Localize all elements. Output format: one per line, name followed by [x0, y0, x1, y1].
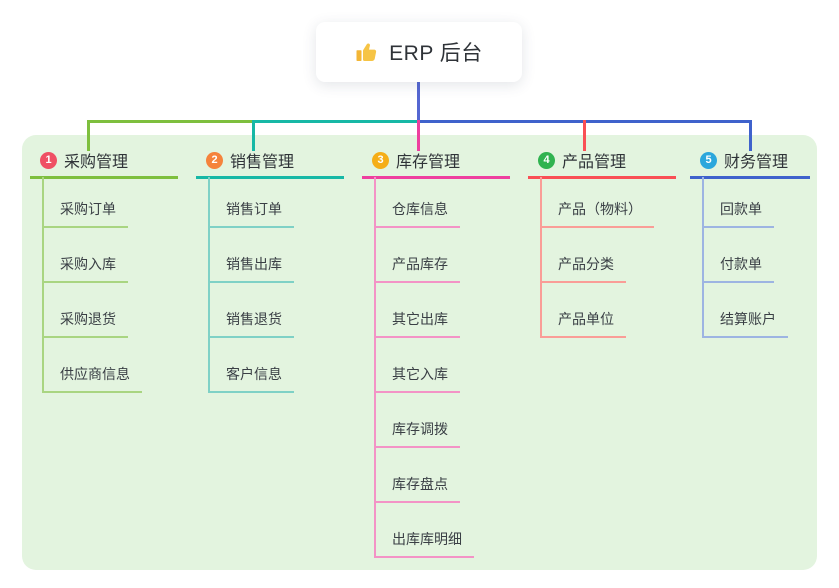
branch-drop-line	[87, 120, 90, 151]
child-node-采购退货[interactable]: 采购退货	[44, 309, 128, 338]
child-node-仓库信息[interactable]: 仓库信息	[376, 199, 460, 228]
bus-segment-left	[87, 120, 252, 123]
child-node-库存盘点[interactable]: 库存盘点	[376, 474, 460, 503]
child-node-产品（物料）[interactable]: 产品（物料）	[542, 199, 654, 228]
child-node-产品分类[interactable]: 产品分类	[542, 254, 626, 283]
child-node-产品库存[interactable]: 产品库存	[376, 254, 460, 283]
branch-number-badge: 2	[206, 151, 223, 169]
child-node-出库库明细[interactable]: 出库库明细	[376, 529, 474, 558]
branch-node-采购管理[interactable]: 1 采购管理	[30, 149, 178, 179]
child-node-产品单位[interactable]: 产品单位	[542, 309, 626, 338]
child-node-结算账户[interactable]: 结算账户	[704, 309, 788, 338]
root-node[interactable]: ERP 后台	[316, 22, 522, 82]
child-node-采购订单[interactable]: 采购订单	[44, 199, 128, 228]
child-node-采购入库[interactable]: 采购入库	[44, 254, 128, 283]
branch-children-采购管理: 采购订单采购入库采购退货供应商信息	[42, 177, 142, 393]
branch-node-销售管理[interactable]: 2 销售管理	[196, 149, 344, 179]
branch-children-产品管理: 产品（物料） 产品分类产品单位	[540, 177, 654, 338]
branch-label: 库存管理	[396, 154, 461, 171]
branch-number-badge: 3	[372, 151, 389, 169]
branch-node-财务管理[interactable]: 5 财务管理	[690, 149, 810, 179]
branch-label: 财务管理	[724, 154, 789, 171]
child-node-客户信息[interactable]: 客户信息	[210, 364, 294, 393]
child-node-付款单[interactable]: 付款单	[704, 254, 774, 283]
child-node-库存调拨[interactable]: 库存调拨	[376, 419, 460, 448]
child-node-销售退货[interactable]: 销售退货	[210, 309, 294, 338]
branch-number-badge: 5	[700, 151, 717, 169]
branch-label: 产品管理	[562, 154, 627, 171]
branch-drop-line	[417, 120, 420, 151]
root-title: ERP 后台	[389, 42, 483, 65]
branch-children-销售管理: 销售订单销售出库销售退货客户信息	[208, 177, 294, 393]
child-node-其它出库[interactable]: 其它出库	[376, 309, 460, 338]
thumbs-up-icon	[355, 40, 379, 64]
branch-drop-line	[252, 120, 255, 151]
child-node-销售出库[interactable]: 销售出库	[210, 254, 294, 283]
branch-number-badge: 1	[40, 151, 57, 169]
branch-label: 销售管理	[230, 154, 295, 171]
child-node-供应商信息[interactable]: 供应商信息	[44, 364, 142, 393]
branch-label: 采购管理	[64, 154, 129, 171]
root-connector-line	[417, 82, 420, 123]
branch-number-badge: 4	[538, 151, 555, 169]
branch-children-财务管理: 回款单付款单结算账户	[702, 177, 788, 338]
bus-segment-middle	[252, 120, 417, 123]
branch-drop-line	[749, 120, 752, 151]
branch-node-库存管理[interactable]: 3 库存管理	[362, 149, 510, 179]
child-node-其它入库[interactable]: 其它入库	[376, 364, 460, 393]
branches-panel-background	[22, 135, 817, 570]
child-node-销售订单[interactable]: 销售订单	[210, 199, 294, 228]
child-node-回款单[interactable]: 回款单	[704, 199, 774, 228]
branch-node-产品管理[interactable]: 4 产品管理	[528, 149, 676, 179]
branch-drop-line	[583, 120, 586, 151]
branch-children-库存管理: 仓库信息产品库存其它出库其它入库库存调拨库存盘点出库库明细	[374, 177, 474, 558]
